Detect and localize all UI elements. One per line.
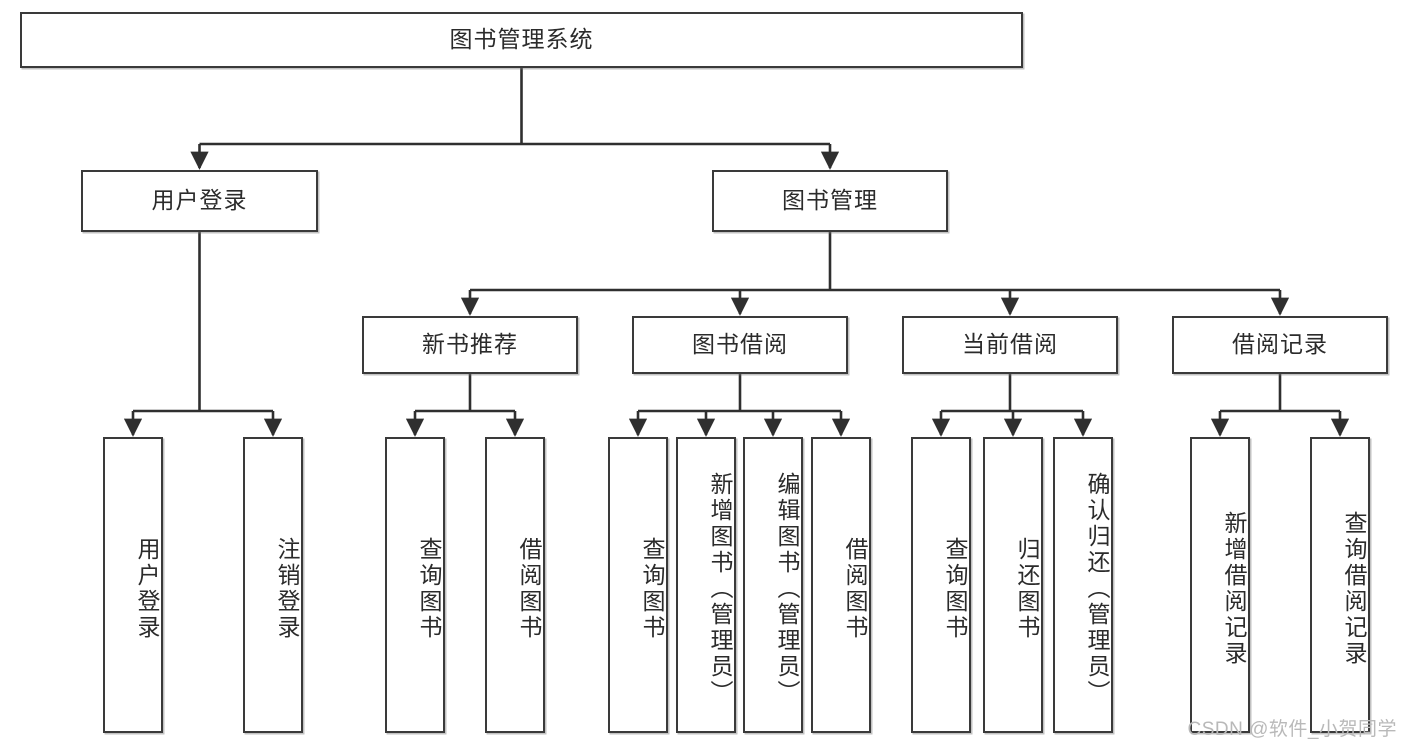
node-leaf-borrow-book-label: 借阅图书 [842,537,868,641]
node-leaf-edit-book-label: 编辑图书（管理员） [774,472,800,706]
node-current-borrow[interactable]: 当前借阅 [902,316,1118,374]
node-leaf-borrow-book[interactable]: 借阅图书 [811,437,871,733]
node-leaf-query-book-rec-label: 查询图书 [416,537,442,641]
node-leaf-query-book-borrow-label: 查询图书 [639,537,665,641]
node-borrow-record-label: 借阅记录 [1232,331,1328,358]
node-leaf-confirm-return-label: 确认归还（管理员） [1084,472,1110,706]
watermark: CSDN @软件_小贺同学 [1187,719,1397,740]
node-book-management[interactable]: 图书管理 [712,170,948,232]
node-book-borrow[interactable]: 图书借阅 [632,316,848,374]
node-root-label: 图书管理系统 [449,26,594,53]
node-leaf-query-book-cur-label: 查询图书 [942,537,968,641]
node-book-management-label: 图书管理 [782,187,878,214]
node-leaf-user-login-label: 用户登录 [134,537,160,641]
node-book-borrow-label: 图书借阅 [692,331,788,358]
node-leaf-borrow-book-rec-label: 借阅图书 [516,537,542,641]
node-leaf-user-login[interactable]: 用户登录 [103,437,163,733]
node-user-login-label: 用户登录 [151,187,248,214]
node-leaf-return-book-label: 归还图书 [1014,537,1040,641]
node-leaf-return-book[interactable]: 归还图书 [983,437,1043,733]
node-user-login[interactable]: 用户登录 [81,170,318,232]
node-new-book-recommend[interactable]: 新书推荐 [362,316,578,374]
node-current-borrow-label: 当前借阅 [962,331,1058,358]
node-leaf-query-borrow-record[interactable]: 查询借阅记录 [1310,437,1370,733]
node-leaf-confirm-return[interactable]: 确认归还（管理员） [1053,437,1113,733]
node-leaf-edit-book[interactable]: 编辑图书（管理员） [743,437,803,733]
node-leaf-query-book-borrow[interactable]: 查询图书 [608,437,668,733]
node-leaf-query-book-rec[interactable]: 查询图书 [385,437,445,733]
node-leaf-borrow-book-rec[interactable]: 借阅图书 [485,437,545,733]
node-leaf-query-borrow-record-label: 查询借阅记录 [1341,511,1367,667]
node-leaf-user-logout[interactable]: 注销登录 [243,437,303,733]
node-leaf-add-borrow-record[interactable]: 新增借阅记录 [1190,437,1250,733]
node-leaf-query-book-cur[interactable]: 查询图书 [911,437,971,733]
node-leaf-add-book[interactable]: 新增图书（管理员） [676,437,736,733]
node-borrow-record[interactable]: 借阅记录 [1172,316,1388,374]
node-new-book-recommend-label: 新书推荐 [422,331,518,358]
node-leaf-user-logout-label: 注销登录 [274,537,300,641]
node-leaf-add-book-label: 新增图书（管理员） [707,472,733,706]
node-root[interactable]: 图书管理系统 [20,12,1023,68]
node-leaf-add-borrow-record-label: 新增借阅记录 [1221,511,1247,667]
